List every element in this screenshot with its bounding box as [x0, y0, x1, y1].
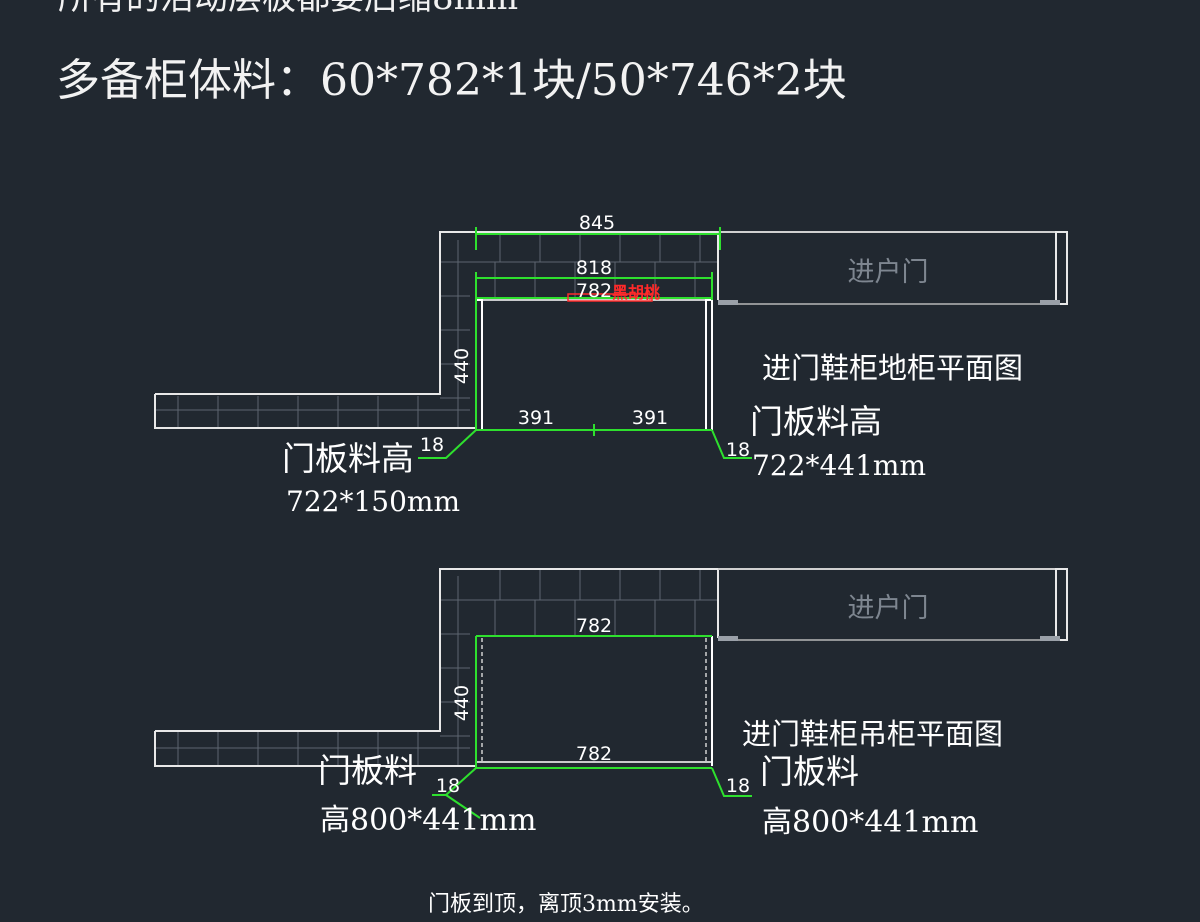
bottom-left-label-line1: 门板料 — [318, 751, 417, 790]
bottom-left-label-line2: 高800*441mm — [320, 803, 536, 838]
top-plan-title: 进门鞋柜地柜平面图 — [762, 351, 1023, 385]
header-top-line: 所有的活动层板都要后缩8mm — [58, 0, 518, 19]
header-main-line: 多备柜体料：60*782*1块/50*746*2块 — [56, 55, 847, 106]
top-dim-782: 782 — [576, 280, 612, 302]
top-wall-hatch — [155, 234, 718, 428]
bottom-door-label: 进户门 — [848, 593, 929, 624]
top-dim-845: 845 — [579, 212, 615, 234]
bottom-dim-782-bottom: 782 — [576, 743, 612, 765]
top-cabinet-outline — [475, 299, 713, 431]
bottom-right-label-line2: 高800*441mm — [762, 805, 978, 840]
top-right-label-line1: 门板料高 — [750, 402, 882, 441]
bottom-right-label-line1: 门板料 — [760, 752, 859, 791]
top-right-label-line2: 722*441mm — [752, 449, 926, 482]
top-dim-440: 440 — [451, 348, 473, 384]
bottom-entry-door — [718, 568, 1068, 641]
top-dim-18-left: 18 — [420, 434, 444, 456]
bottom-plan: 进户门 782 782 440 18 18 进门鞋柜吊柜平面图 门板料 高800… — [154, 568, 1068, 840]
bottom-wall — [154, 568, 719, 767]
top-dim-391-right: 391 — [632, 407, 668, 429]
bottom-wall-hatch — [155, 570, 718, 766]
bottom-dim-440: 440 — [451, 685, 473, 721]
bottom-dim-18-left: 18 — [436, 775, 460, 797]
top-left-label-line1: 门板料高 — [282, 439, 414, 478]
bottom-cabinet-outline — [476, 636, 713, 766]
top-dim-818: 818 — [576, 257, 612, 279]
top-wall — [154, 231, 719, 429]
top-dim-18-right: 18 — [726, 439, 750, 461]
top-red-tag: 黑胡桃 — [612, 283, 660, 302]
top-left-label-line2: 722*150mm — [286, 485, 460, 518]
footer-note: 门板到顶，离顶3mm安装。 — [428, 892, 704, 917]
top-dim-391-left: 391 — [518, 407, 554, 429]
bottom-dim-18-right: 18 — [726, 775, 750, 797]
top-dimension-lines — [418, 227, 752, 459]
top-plan: 进户门 黑胡桃 845 818 782 440 391 391 18 — [154, 212, 1068, 518]
bottom-dimension-lines — [432, 635, 752, 819]
top-red-rect — [567, 293, 653, 302]
top-entry-door — [718, 231, 1068, 305]
bottom-dim-782-top: 782 — [576, 615, 612, 637]
top-door-label: 进户门 — [848, 257, 929, 288]
bottom-plan-title: 进门鞋柜吊柜平面图 — [742, 717, 1003, 751]
